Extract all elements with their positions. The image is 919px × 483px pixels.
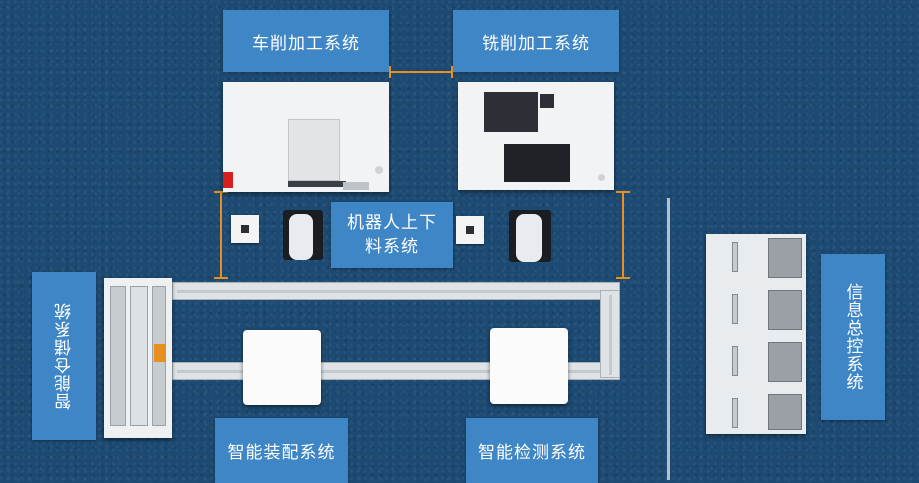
lathe-system-text: 车削加工系统 xyxy=(252,33,360,54)
robot-arm-left xyxy=(289,214,313,260)
storage-cell xyxy=(110,286,126,426)
feed-slot xyxy=(241,225,249,233)
divider-line xyxy=(667,198,670,480)
console-monitor-3 xyxy=(732,346,738,376)
storage-orange-marker xyxy=(154,344,166,362)
conveyor-rail xyxy=(609,295,612,375)
connector-tick xyxy=(389,66,391,78)
connector-tick xyxy=(616,277,630,279)
conveyor-rail xyxy=(177,290,617,293)
connector-tick xyxy=(616,191,630,193)
storage-lift xyxy=(130,286,148,426)
milling-tool-slot xyxy=(540,94,554,108)
milling-knob xyxy=(598,174,605,181)
lathe-side-panel xyxy=(343,182,369,190)
conveyor-right xyxy=(600,290,620,378)
conveyor-top xyxy=(172,282,620,300)
robot-system-text-line2: 料系统 xyxy=(365,237,419,257)
assembly-system-text: 智能装配系统 xyxy=(227,443,336,463)
assembly-system-label: 智能装配系统 xyxy=(215,418,348,483)
lathe-system-label: 车削加工系统 xyxy=(223,10,389,72)
milling-system-text: 铣削加工系统 xyxy=(482,33,590,54)
connector-tick xyxy=(214,277,228,279)
storage-system-label: 智能仓储系统 xyxy=(32,272,96,440)
robot-arm-right xyxy=(516,214,542,262)
console-workstation-3 xyxy=(768,342,802,382)
assembly-station xyxy=(243,330,321,405)
inspection-system-label: 智能检测系统 xyxy=(466,418,598,483)
milling-window xyxy=(504,144,570,182)
connector-milling-track xyxy=(622,192,624,278)
console-monitor-1 xyxy=(732,242,738,272)
inspection-station xyxy=(490,328,568,404)
lathe-red-marker xyxy=(223,172,233,188)
inspection-system-text: 智能检测系统 xyxy=(478,443,586,463)
connector-lathe-milling xyxy=(389,71,453,73)
control-console xyxy=(706,234,806,434)
feed-slot xyxy=(466,226,474,234)
storage-rack xyxy=(104,278,172,438)
console-workstation-1 xyxy=(768,238,802,278)
milling-feed-station xyxy=(456,216,484,244)
milling-machine xyxy=(458,82,614,190)
console-monitor-2 xyxy=(732,294,738,324)
connector-tick xyxy=(214,191,228,193)
lathe-control-strip xyxy=(288,181,346,187)
lathe-knob xyxy=(375,166,383,174)
robot-system-label: 机器人上下 料系统 xyxy=(331,202,453,268)
connector-tick xyxy=(451,66,453,78)
console-workstation-4 xyxy=(768,394,802,430)
control-system-label: 信息总控系统 xyxy=(821,254,885,420)
control-system-text: 信息总控系统 xyxy=(842,283,863,391)
lathe-machine xyxy=(223,82,389,192)
lathe-door xyxy=(288,119,340,181)
milling-tool-magazine xyxy=(484,92,538,132)
milling-system-label: 铣削加工系统 xyxy=(453,10,619,72)
console-workstation-2 xyxy=(768,290,802,330)
conveyor-rail xyxy=(177,370,617,373)
robot-system-text-line1: 机器人上下 xyxy=(347,213,437,233)
storage-system-text: 智能仓储系统 xyxy=(54,302,75,410)
connector-lathe-track xyxy=(220,192,222,278)
lathe-feed-station xyxy=(231,215,259,243)
console-monitor-4 xyxy=(732,398,738,428)
